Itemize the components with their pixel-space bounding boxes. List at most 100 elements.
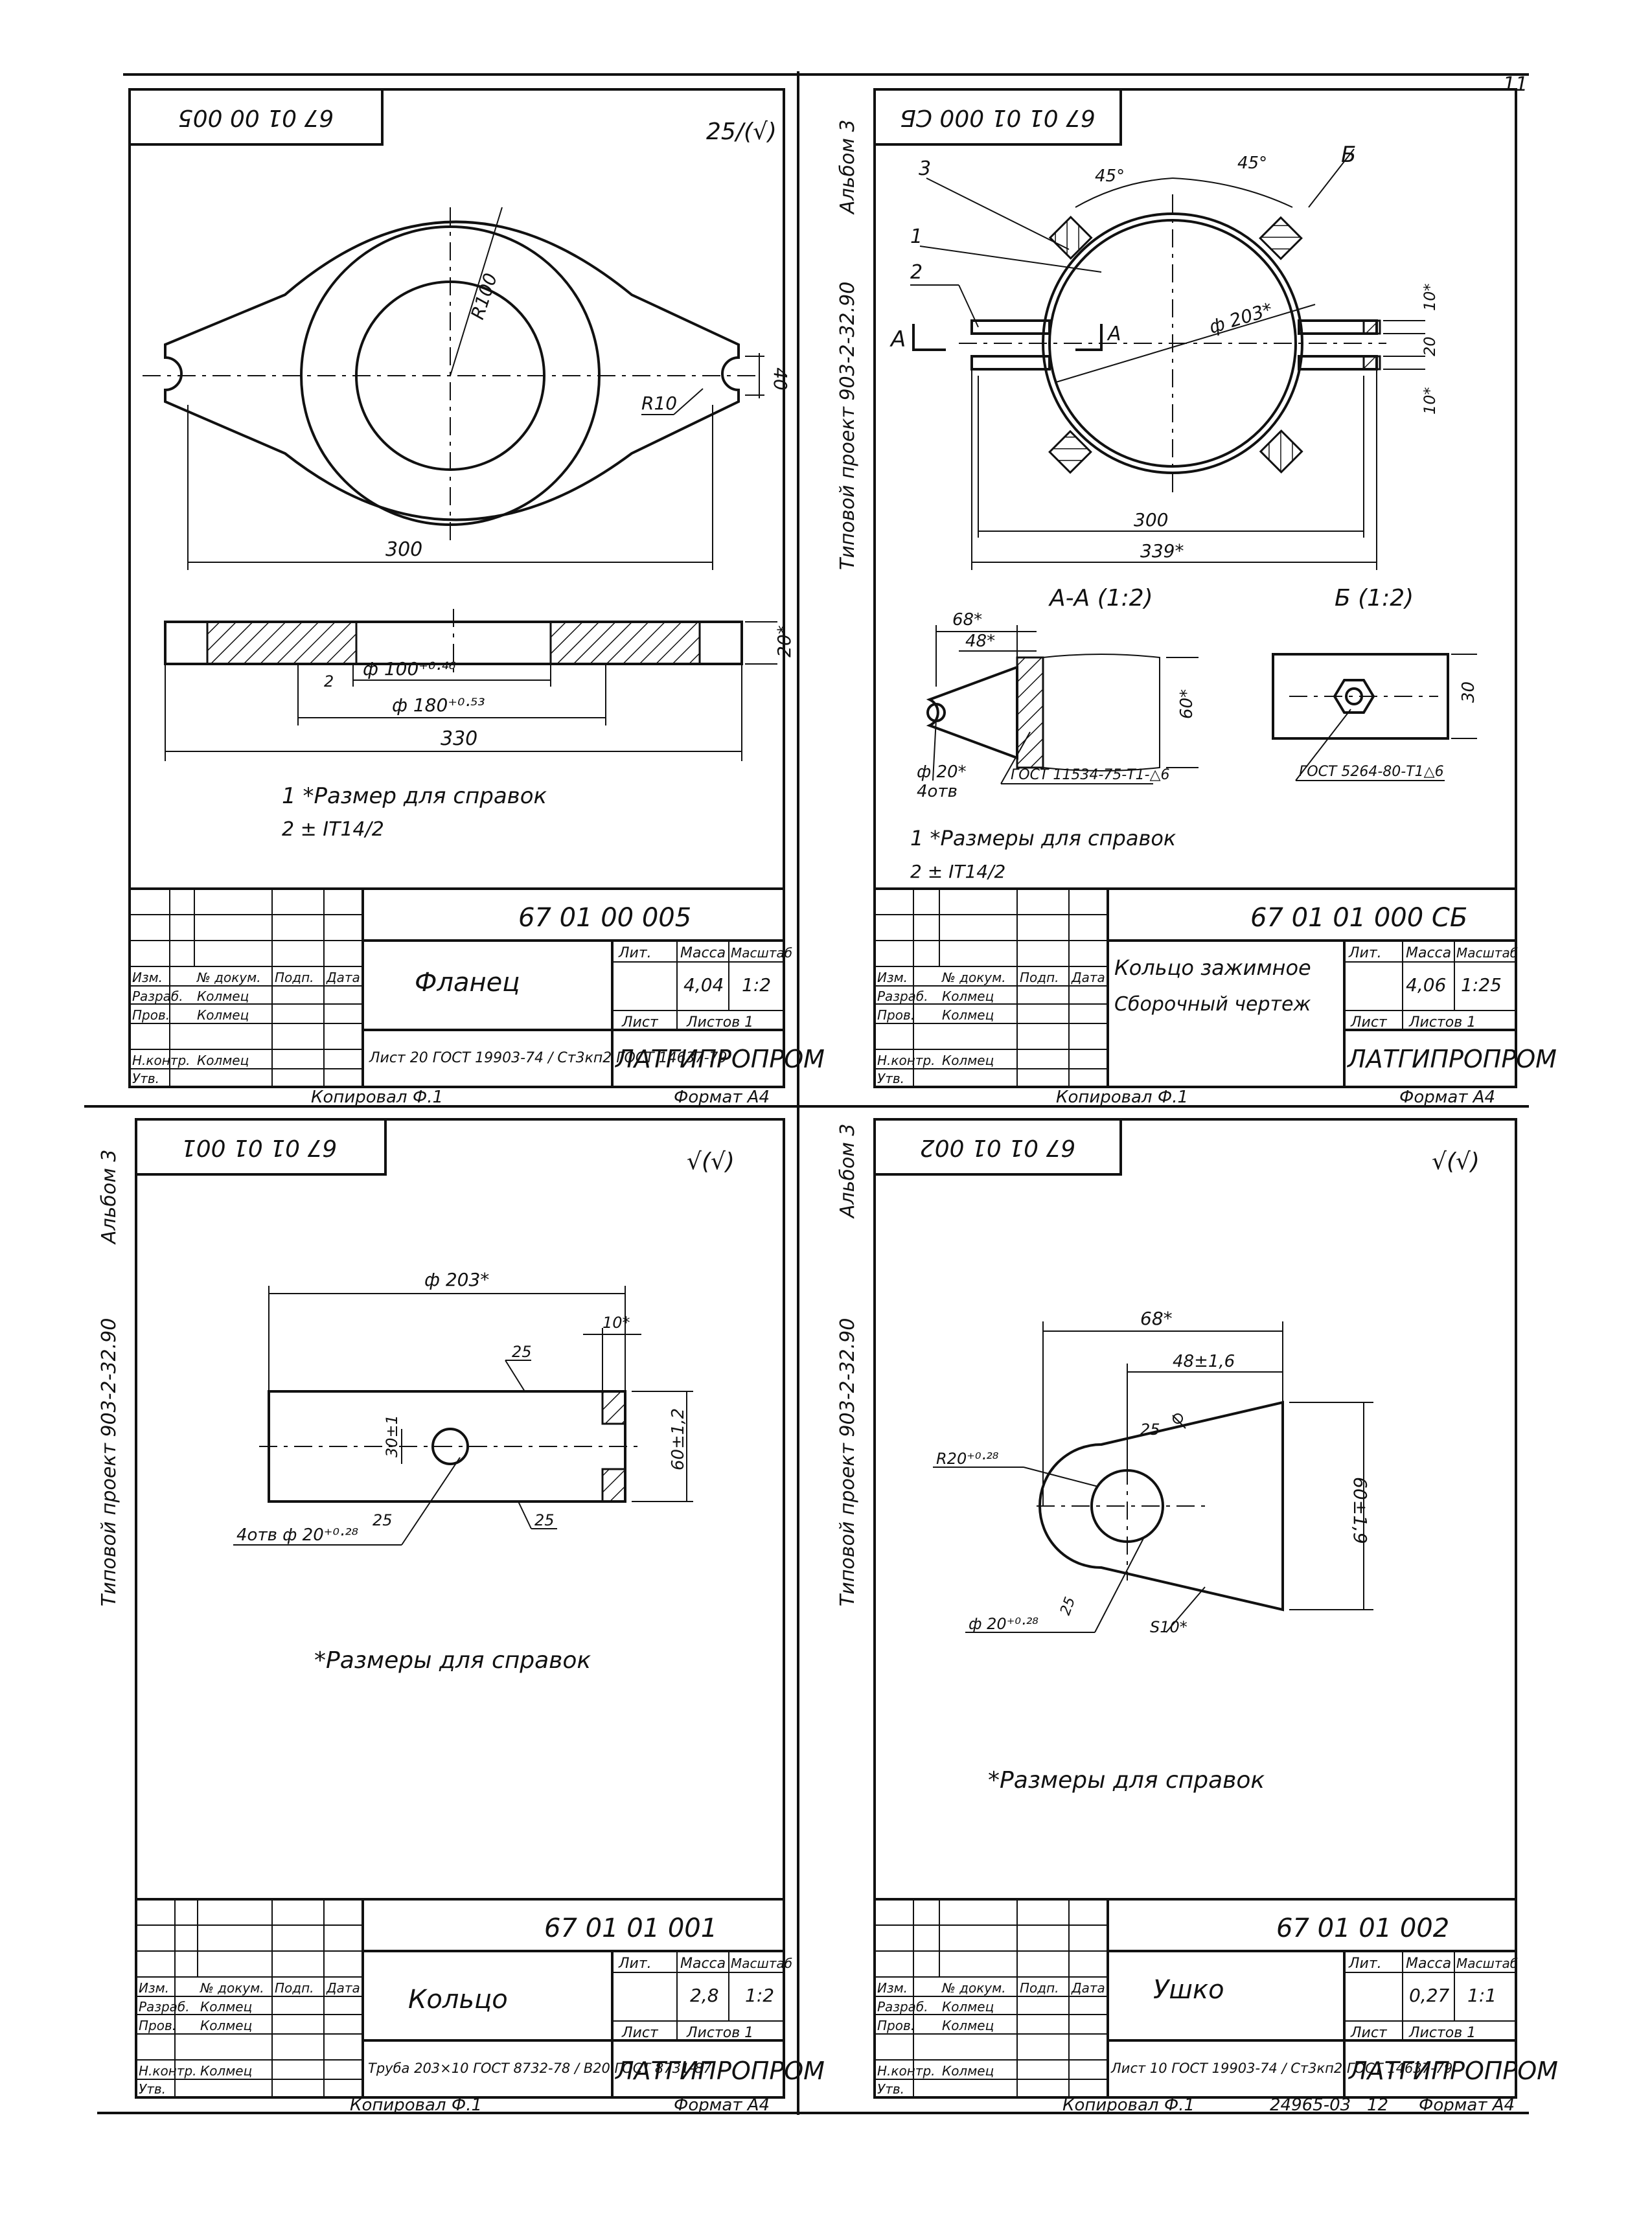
row-prov-name: Колмец [200, 2018, 252, 2033]
dim-d100: ф 100⁺⁰·⁴⁶ [363, 658, 456, 679]
row-podp: Подп. [1020, 970, 1059, 985]
block-material: Лист 10 ГОСТ 19903-74 / Ст3кп2 ГОСТ 1463… [1110, 2061, 1452, 2076]
sheet-flange: 67 01 00 005 25/(√) R100 R10 40 300 20* … [128, 88, 825, 1107]
roughness-symbol: √(√) [687, 1148, 735, 1175]
block-scale: 1:2 [745, 1985, 774, 2006]
section-a-right: А [1107, 323, 1121, 345]
block-material: Лист 20 ГОСТ 19903-74 / Ст3кп2 ГОСТ 1463… [369, 1050, 728, 1066]
row-razrab: Разраб. [139, 1999, 190, 2015]
row-izm: Изм. [132, 970, 163, 985]
dim-r20: R20⁺⁰·²⁸ [936, 1450, 999, 1468]
row-razrab-name: Колмец [197, 988, 249, 1004]
block-sheet: Лист [621, 1014, 659, 1031]
title-block: 67 01 00 005 Фланец Лит. Масса Масштаб 4… [128, 887, 825, 1088]
row-podp: Подп. [1020, 1980, 1059, 1996]
row-nkontr: Н.контр. [877, 2063, 935, 2079]
row-razrab-name: Колмец [942, 1999, 994, 2015]
row-podp: Подп. [275, 970, 314, 985]
sheet-ring: 67 01 01 001 √(√) Альбом 3 Типовой проек… [98, 1118, 825, 2115]
block-code: 67 01 01 002 [1276, 1913, 1449, 1943]
callout-3: 3 [919, 157, 931, 180]
rough-25c: 25 [373, 1511, 393, 1529]
rough-25b: 25 [1057, 1595, 1079, 1617]
block-scale: 1:2 [742, 974, 771, 996]
row-prov-name: Колмец [197, 1007, 249, 1023]
section-a-left: А [889, 326, 906, 352]
dim-68: 68* [1140, 1308, 1173, 1329]
footer-copied: Копировал Ф.1 [1056, 1088, 1188, 1107]
dim-48: 48* [965, 632, 995, 651]
block-scale-header: Масштаб [731, 1956, 792, 1971]
block-name: Кольцо [408, 1985, 508, 2015]
dim-330: 330 [441, 727, 477, 750]
block-sheet: Лист [621, 2025, 659, 2041]
footer-format: Формат А4 [674, 1088, 770, 1107]
note-1: *Размеры для справок [314, 1647, 591, 1674]
row-doc: № докум. [200, 1980, 264, 1996]
angle-45a: 45° [1095, 166, 1125, 186]
view-b-label: Б (1:2) [1335, 585, 1414, 611]
dim-339: 339* [1140, 540, 1184, 562]
row-nkontr: Н.контр. [132, 1053, 190, 1068]
row-utv: Утв. [139, 2081, 166, 2097]
footer-format: Формат А4 [1419, 2095, 1515, 2115]
row-razrab-name: Колмец [200, 1999, 252, 2015]
block-scale: 1:25 [1461, 974, 1502, 996]
dim-60: 60* [1177, 689, 1197, 719]
dim-10: 10* [602, 1314, 630, 1332]
row-utv: Утв. [877, 1071, 904, 1086]
block-sheets: Листов 1 [686, 1014, 753, 1031]
row-razrab: Разраб. [132, 988, 183, 1004]
roughness-symbol: √(√) [1432, 1148, 1480, 1175]
sheet-lug: 67 01 01 002 √(√) Альбом 3 Типовой проек… [836, 1118, 1558, 2115]
dim-d203: ф 203* [424, 1269, 489, 1290]
rough-25a: 25 [1140, 1421, 1160, 1439]
block-mass: 0,27 [1409, 1985, 1450, 2006]
dim-60: 60±1,2 [669, 1408, 688, 1470]
top-stamp: 67 01 01 002 [920, 1134, 1075, 1161]
margin-album: Альбом 3 [98, 1150, 120, 1246]
footer-sheet-no: 12 [1367, 2095, 1388, 2115]
dim-20: 20 [1421, 336, 1439, 356]
title-block: 67 01 01 001 Кольцо Лит. Масса Масштаб 2… [135, 1898, 825, 2099]
rough-25a: 25 [512, 1343, 532, 1361]
dim-30: 30 [1459, 681, 1478, 703]
block-lit-header: Лит. [618, 945, 652, 961]
note-2: 2 ± IT14/2 [910, 861, 1005, 882]
block-mass-header: Масса [680, 1956, 726, 1972]
block-lit-header: Лит. [1348, 1956, 1382, 1972]
block-sheets: Листов 1 [1408, 1014, 1476, 1031]
block-scale-header: Масштаб [1456, 945, 1518, 961]
block-scale-header: Масштаб [1456, 1956, 1518, 1971]
row-prov: Пров. [132, 1007, 170, 1023]
dim-30: 30±1 [383, 1415, 401, 1457]
dim-10a: 10* [1421, 283, 1439, 311]
dim-thickness-20: 20* [774, 625, 795, 657]
block-sheet: Лист [1350, 1014, 1388, 1031]
dim-60: 60±1,9 [1349, 1477, 1371, 1544]
top-stamp: 67 01 01 001 [181, 1134, 337, 1161]
section-b: Б [1341, 142, 1356, 168]
row-data: Дата [326, 970, 360, 985]
footer-format: Формат А4 [1399, 1088, 1495, 1107]
block-org: ЛАТГИПРОПРОМ [614, 2057, 825, 2085]
dim-40: 40 [770, 367, 791, 391]
rough-25b: 25 [534, 1511, 555, 1529]
row-razrab: Разраб. [877, 1999, 928, 2015]
block-mass: 4,06 [1406, 974, 1446, 996]
block-mass: 4,04 [683, 974, 724, 996]
row-prov: Пров. [877, 2018, 915, 2033]
footer-order: 24965-03 [1270, 2095, 1351, 2115]
dim-68: 68* [952, 610, 982, 630]
row-data: Дата [1071, 970, 1105, 985]
block-mass-header: Масса [680, 945, 726, 961]
dim-d20: ф 20* [917, 762, 967, 782]
dim-s10: S10* [1150, 1618, 1187, 1636]
dim-10b: 10* [1421, 387, 1439, 415]
dim-d20: ф 20⁺⁰·²⁸ [969, 1615, 1038, 1633]
row-izm: Изм. [877, 1980, 908, 1996]
block-scale: 1:1 [1467, 1985, 1497, 2006]
row-nkontr-name: Колмец [942, 1053, 994, 1068]
note-1: 1 *Размеры для справок [910, 826, 1176, 851]
